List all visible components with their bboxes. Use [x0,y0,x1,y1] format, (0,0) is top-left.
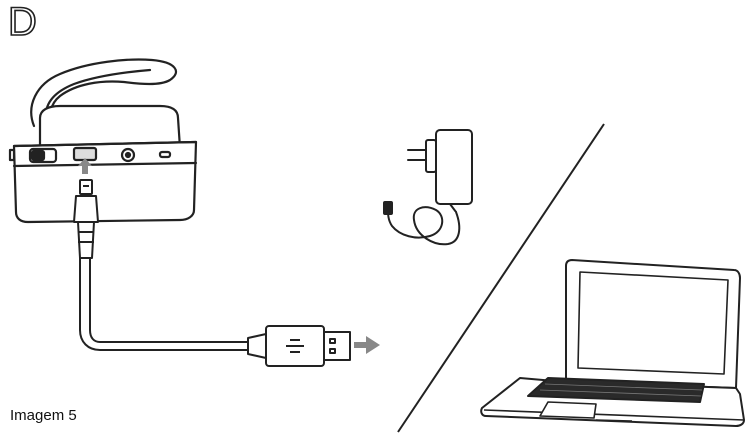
arrow-right-icon [354,336,380,354]
usb-a-strain [247,333,267,359]
figure-caption: Imagem 5 [10,407,77,424]
usb-a-metal [323,331,351,361]
laptop-icon [480,259,745,427]
ear-cushion [38,104,182,150]
led-indicator [158,150,172,159]
headband [30,58,178,130]
headset-button [120,147,136,163]
side-tab [8,148,16,162]
charger-plug-neck [425,139,437,173]
keyboard-key-rows [539,383,703,397]
micro-usb-plug-icon [73,179,99,259]
control-strip-bottom [12,161,198,168]
laptop-notch [595,419,633,422]
divider-line [397,123,605,433]
usb-a-plug-icon [247,325,351,367]
laptop-screen [577,271,729,375]
ear-cup-body [12,140,198,224]
micro-usb-body [73,195,99,223]
control-strip-top [12,140,198,148]
strain-relief [77,221,95,259]
headset-ear-cup-icon [8,58,198,224]
step-letter: D [7,0,37,44]
charger-body [435,129,473,205]
usb-cable-icon [79,257,251,351]
laptop-base-edge [483,409,745,421]
charger-cord [387,206,461,246]
charger-cord-tip [383,201,393,215]
wall-charger-icon [383,129,473,246]
headband-inner-line [44,68,152,122]
arrow-up-icon [78,158,92,174]
power-switch-knob [30,149,46,162]
laptop-trackpad [539,401,597,419]
laptop-keyboard [527,377,705,403]
power-switch [28,147,58,164]
